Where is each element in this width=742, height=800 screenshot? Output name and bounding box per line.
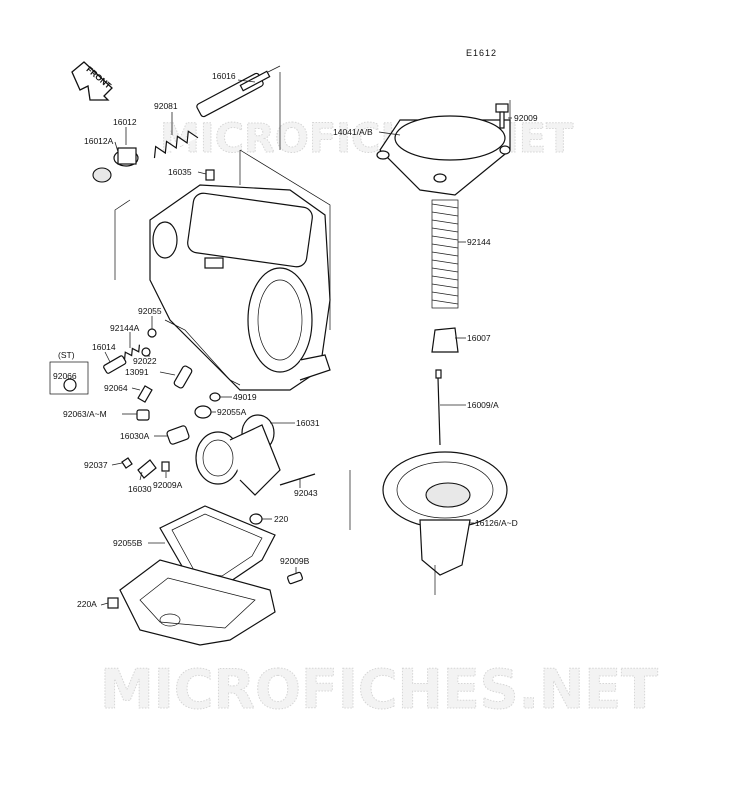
gasket-92055b-part xyxy=(159,505,276,586)
label-92009a: 92009A xyxy=(153,480,183,490)
right-frame-lines xyxy=(349,100,511,595)
screw-92009a-part xyxy=(161,461,170,472)
screw-92009b-part xyxy=(287,571,303,585)
label-16014: 16014 xyxy=(92,342,116,352)
label-92063: 92063/A~M xyxy=(63,409,107,419)
label-16031: 16031 xyxy=(296,418,320,428)
label-92009: 92009 xyxy=(514,113,538,123)
screw-92009-part xyxy=(495,103,509,129)
needle-holder-16007-part xyxy=(431,327,459,353)
jet-16014-part xyxy=(103,355,127,374)
label-92055: 92055 xyxy=(138,306,162,316)
clip-92037-part xyxy=(121,457,133,469)
leader-lines xyxy=(100,79,512,606)
main-jet-92063-part xyxy=(136,409,150,421)
label-220a: 220A xyxy=(77,599,97,609)
label-16126: 16126/A~D xyxy=(475,518,518,528)
float-bowl-part xyxy=(119,559,276,646)
label-92055a: 92055A xyxy=(217,407,247,417)
label-92144a: 92144A xyxy=(110,323,140,333)
label-92055b: 92055B xyxy=(113,538,143,548)
pin-92043-part xyxy=(279,473,316,486)
label-92037: 92037 xyxy=(84,460,108,470)
label-16012: 16012 xyxy=(113,117,137,127)
label-92066: 92066 xyxy=(53,371,77,381)
label-16030a: 16030A xyxy=(120,431,150,441)
label-220: 220 xyxy=(274,514,288,524)
o-ring-92055a-part xyxy=(194,405,212,419)
label-16016: 16016 xyxy=(212,71,236,81)
o-ring-49019-part xyxy=(209,392,221,402)
part-labels: 16016 92081 16012 16012A 16035 14041/A/B… xyxy=(53,71,538,609)
vacuum-piston-16126-part xyxy=(382,451,508,576)
float-needle-16030-part xyxy=(137,459,157,479)
box-st-92066 xyxy=(49,361,89,395)
float-16031-part xyxy=(195,414,281,496)
needle-jet-13091-part xyxy=(173,365,193,389)
label-16007: 16007 xyxy=(467,333,491,343)
drawing-code: E1612 xyxy=(466,48,497,58)
label-16030: 16030 xyxy=(128,484,152,494)
spring-92144-part xyxy=(431,199,459,309)
washer-92022-part xyxy=(141,347,151,357)
watermark-bottom: MICROFICHES.NET xyxy=(100,658,658,721)
label-92081: 92081 xyxy=(154,101,178,111)
label-92043: 92043 xyxy=(294,488,318,498)
assembly-frame-lines xyxy=(114,72,331,330)
screw-16035-part xyxy=(205,169,215,181)
label-16009: 16009/A xyxy=(467,400,499,410)
spring-92144a-part xyxy=(123,344,141,360)
front-arrow-icon: FRONT xyxy=(71,61,114,101)
o-ring-92055-part xyxy=(147,328,157,338)
jet-92064-part xyxy=(137,385,153,403)
label-92064: 92064 xyxy=(104,383,128,393)
label-92022: 92022 xyxy=(133,356,157,366)
label-49019: 49019 xyxy=(233,392,257,402)
label-13091: 13091 xyxy=(125,367,149,377)
label-16035: 16035 xyxy=(168,167,192,177)
label-14041: 14041/A/B xyxy=(333,127,373,137)
label-92144: 92144 xyxy=(467,237,491,247)
label-16012a: 16012A xyxy=(84,136,114,146)
pilot-jet-needle-part xyxy=(196,65,281,118)
label-92009b: 92009B xyxy=(280,556,310,566)
screw-220a-part xyxy=(107,597,119,609)
label-st: (ST) xyxy=(58,350,75,360)
watermark-top: MICROFICHES.NET xyxy=(160,116,574,162)
jet-needle-16009-part xyxy=(435,369,442,446)
screw-220-part xyxy=(249,513,263,525)
spring-92081-part xyxy=(153,130,199,159)
top-cover-14041-part xyxy=(376,115,511,196)
cap-16012a-part xyxy=(92,167,112,183)
float-valve-16030a-part xyxy=(166,425,190,445)
carburetor-body-part xyxy=(149,184,331,391)
plug-16012-part xyxy=(113,147,139,167)
